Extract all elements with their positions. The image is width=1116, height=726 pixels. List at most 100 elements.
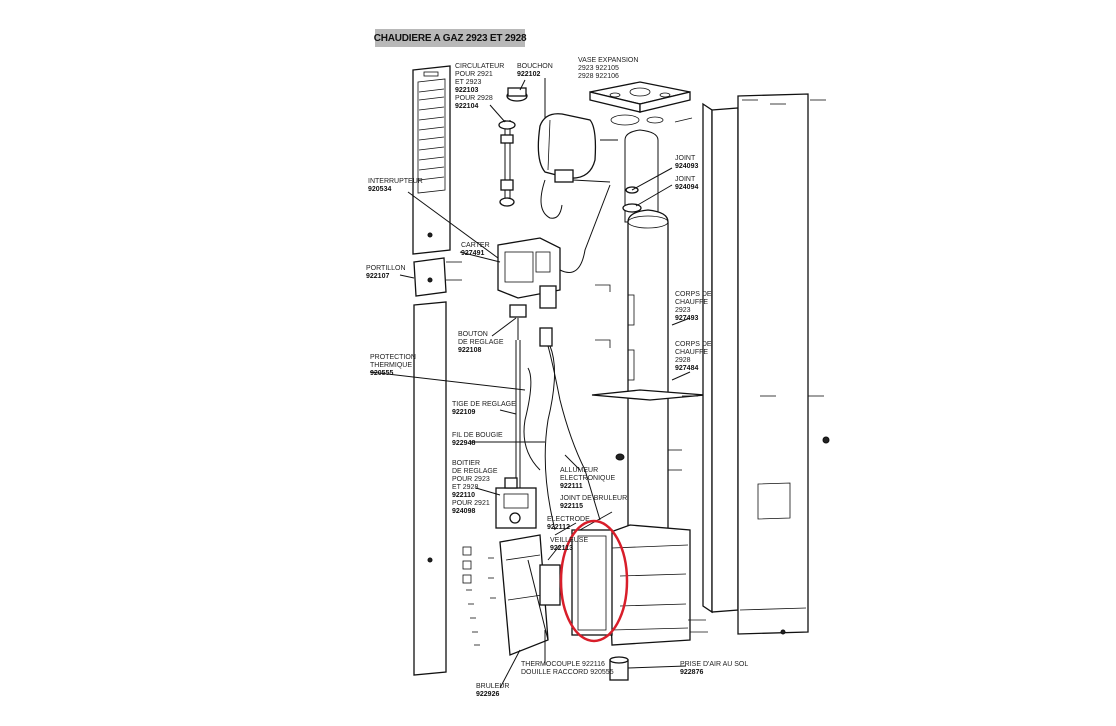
screws-right [674,99,826,633]
burner-gasket-highlight [559,519,629,643]
svg-text:DE REGLAGE: DE REGLAGE [458,339,504,346]
svg-text:2928: 2928 [675,357,691,364]
svg-text:CHAUFFE: CHAUFFE [675,349,708,356]
protection-thermique-part [523,367,541,471]
label-carter: CARTER 927491 [461,242,490,257]
label-vase: VASE EXPANSION 2923 922105 2928 922106 [578,57,638,80]
svg-text:924094: 924094 [675,184,698,191]
svg-text:BOITIER: BOITIER [452,460,480,467]
svg-text:CIRCULATEUR: CIRCULATEUR [455,63,504,70]
label-interrupteur: INTERRUPTEUR 920534 [368,178,423,193]
screws-left [462,546,496,646]
svg-text:FIL DE BOUGIE: FIL DE BOUGIE [452,432,503,439]
right-side-panel-inner [702,102,739,614]
svg-text:CORPS DE: CORPS DE [675,341,712,348]
svg-text:POUR 2923: POUR 2923 [452,476,490,483]
svg-text:922103: 922103 [455,87,478,94]
diagram-title: CHAUDIERE A GAZ 2923 ET 2928 [373,32,527,44]
svg-text:920555: 920555 [370,370,393,377]
svg-text:JOINT DE BRULEUR: JOINT DE BRULEUR [560,495,627,502]
svg-text:ET 2923: ET 2923 [455,79,481,86]
svg-text:2923 922105: 2923 922105 [578,65,619,72]
svg-text:922926: 922926 [476,691,499,698]
upper-front-panel [412,65,451,255]
svg-text:DOUILLE RACCORD 920555: DOUILLE RACCORD 920555 [521,669,614,676]
svg-text:PORTILLON: PORTILLON [366,265,406,272]
svg-text:INTERRUPTEUR: INTERRUPTEUR [368,178,423,185]
svg-text:BRULEUR: BRULEUR [476,683,509,690]
combustion-box [571,524,691,681]
svg-text:2923: 2923 [675,307,691,314]
svg-text:ET 2928: ET 2928 [452,484,478,491]
label-electrode: ELECTRODE 922112 [547,516,590,531]
svg-text:927491: 927491 [461,250,484,257]
svg-text:ALLUMEUR: ALLUMEUR [560,467,598,474]
bouchon-part [506,87,528,102]
allumeur-part [539,327,601,531]
svg-text:JOINT: JOINT [675,176,696,183]
label-portillon: PORTILLON 922107 [366,265,406,280]
boitier-reglage-part [495,477,537,529]
svg-text:PROTECTION: PROTECTION [370,354,416,361]
svg-text:922104: 922104 [455,103,478,110]
right-side-panel-outer [737,93,830,635]
svg-text:TIGE DE REGLAGE: TIGE DE REGLAGE [452,401,516,408]
label-circulateur: CIRCULATEUR POUR 2921 ET 2923 922103 POU… [455,63,504,110]
svg-text:927493: 927493 [675,315,698,322]
tige-reglage-part [515,340,521,490]
leader-lines [369,79,691,689]
svg-text:920534: 920534 [368,186,391,193]
svg-text:922102: 922102 [517,71,540,78]
bruleur-part [499,534,561,656]
svg-text:922110: 922110 [452,492,475,499]
svg-text:922112: 922112 [547,524,570,531]
label-bouchon: BOUCHON 922102 [517,63,553,78]
top-plate [589,81,691,126]
svg-text:922107: 922107 [366,273,389,280]
svg-text:POUR 2928: POUR 2928 [455,95,493,102]
svg-text:POUR 2921: POUR 2921 [455,71,493,78]
bouton-reglage-part [509,304,527,340]
label-bruleur: BRULEUR 922926 [476,683,509,698]
svg-text:CORPS DE: CORPS DE [675,291,712,298]
label-fil-bougie: FIL DE BOUGIE 922948 [452,432,503,447]
corps-de-chauffe-part [591,129,706,546]
carter-part [497,184,611,309]
label-bouton-reglage: BOUTON DE REGLAGE 922108 [458,331,504,354]
svg-text:CARTER: CARTER [461,242,490,249]
label-protection-thermique: PROTECTION THERMIQUE 920555 [370,354,416,377]
svg-text:POUR 2921: POUR 2921 [452,500,490,507]
vase-expansion-part [537,78,618,219]
circulateur-part [498,120,516,207]
svg-text:VEILLEUSE: VEILLEUSE [550,537,588,544]
label-thermocouple: THERMOCOUPLE 922116 DOUILLE RACCORD 9205… [521,661,614,676]
svg-text:ELECTRODE: ELECTRODE [547,516,590,523]
svg-text:THERMIQUE: THERMIQUE [370,362,412,369]
svg-text:924093: 924093 [675,163,698,170]
label-prise-air: PRISE D'AIR AU SOL 922876 [680,661,748,676]
svg-text:BOUCHON: BOUCHON [517,63,553,70]
svg-text:922115: 922115 [560,503,583,510]
svg-text:2928 922106: 2928 922106 [578,73,619,80]
svg-text:ELECTRONIQUE: ELECTRONIQUE [560,475,616,482]
svg-text:924098: 924098 [452,508,475,515]
svg-text:PRISE D'AIR AU SOL: PRISE D'AIR AU SOL [680,661,748,668]
lower-front-panel [413,301,447,676]
portillon-part [413,257,462,297]
label-corps-2928: CORPS DE CHAUFFE 2928 927484 [675,341,712,372]
label-veilleuse: VEILLEUSE 922113 [550,537,588,552]
svg-text:927484: 927484 [675,365,698,372]
label-joint-1: JOINT 924093 [675,155,698,170]
title-box: CHAUDIERE A GAZ 2923 ET 2928 [373,29,527,47]
label-corps-2923: CORPS DE CHAUFFE 2923 927493 [675,291,712,322]
svg-text:VASE EXPANSION: VASE EXPANSION [578,57,638,64]
svg-text:BOUTON: BOUTON [458,331,488,338]
svg-text:THERMOCOUPLE 922116: THERMOCOUPLE 922116 [521,661,605,668]
svg-text:922948: 922948 [452,440,475,447]
svg-text:DE REGLAGE: DE REGLAGE [452,468,498,475]
label-boitier-reglage: BOITIER DE REGLAGE POUR 2923 ET 2928 922… [452,460,498,515]
label-allumeur: ALLUMEUR ELECTRONIQUE 922111 [560,467,616,490]
label-joint-2: JOINT 924094 [675,176,698,191]
svg-text:922876: 922876 [680,669,703,676]
